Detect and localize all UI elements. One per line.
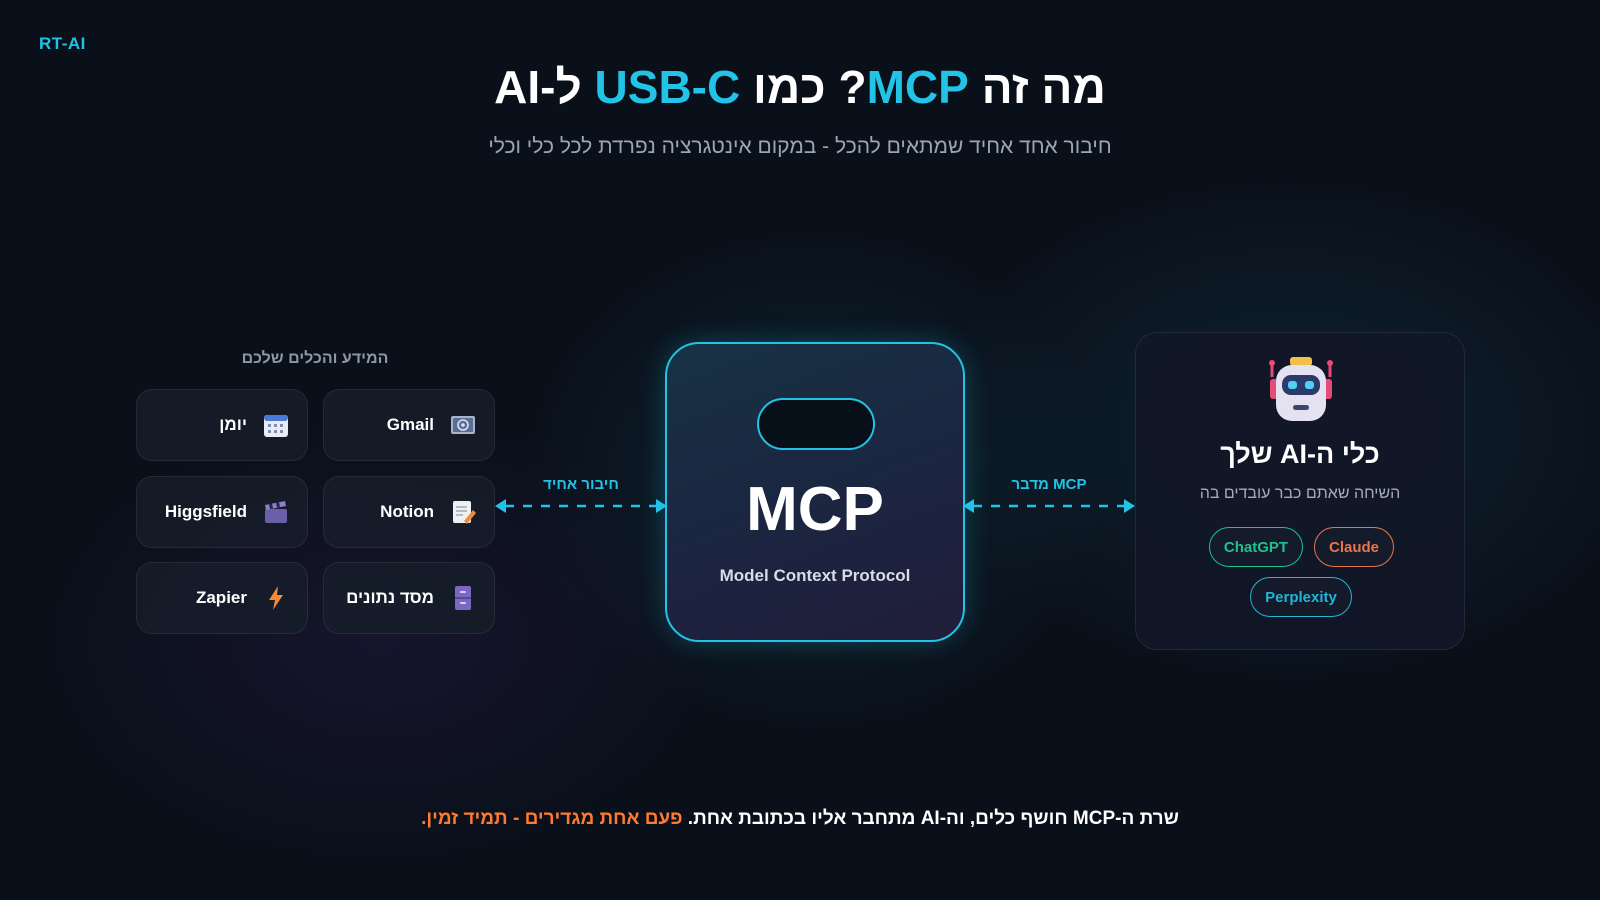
- tool-card-calendar: יומן: [136, 389, 308, 461]
- page-title: מה זה MCP? כמו USB-C ל-AI: [0, 60, 1600, 114]
- file-cabinet-icon: [450, 585, 476, 611]
- email-icon: [450, 412, 476, 438]
- ai-tools-card: כלי ה-AI שלך השיחה שאתם כבר עובדים בה Ch…: [1135, 332, 1465, 650]
- client-pill-chatgpt: ChatGPT: [1209, 527, 1303, 567]
- mcp-subtitle: Model Context Protocol: [719, 566, 911, 585]
- ai-card-subtitle: השיחה שאתם כבר עובדים בה: [1199, 485, 1401, 502]
- footer-text: שרת ה-MCP חושף כלים, וה-AI מתחבר אליו בכ…: [682, 808, 1179, 829]
- clapperboard-icon: [263, 499, 289, 525]
- mcp-hub: MCP Model Context Protocol: [665, 342, 965, 642]
- tool-label: Notion: [380, 502, 434, 521]
- ai-card-title: כלי ה-AI שלך: [1220, 439, 1380, 469]
- calendar-icon: [263, 412, 289, 438]
- mcp-label: MCP: [746, 475, 884, 544]
- notepad-icon: [450, 499, 476, 525]
- tool-card-zapier: Zapier: [136, 562, 308, 634]
- tool-card-notion: Notion: [323, 476, 495, 548]
- connector-arrow-right: [963, 499, 1135, 513]
- lightning-icon: [263, 585, 289, 611]
- usb-c-port-icon: [757, 398, 875, 450]
- title-highlight-usbc: USB-C: [594, 61, 741, 113]
- connector-label-right: MCP מדבר: [1011, 476, 1087, 493]
- tools-heading: המידע והכלים שלכם: [241, 350, 389, 367]
- footer-accent: פעם אחת מגדירים - תמיד זמין.: [421, 808, 683, 829]
- client-pill-perplexity: Perplexity: [1250, 577, 1352, 617]
- tool-card-higgsfield: Higgsfield: [136, 476, 308, 548]
- title-part-3: ? כמו: [740, 61, 867, 113]
- tool-label: מסד נתונים: [346, 588, 434, 607]
- tool-label: Gmail: [386, 415, 434, 434]
- tool-card-database: מסד נתונים: [323, 562, 495, 634]
- tool-label: יומן: [219, 415, 247, 434]
- page-subtitle: חיבור אחד אחיד שמתאים להכל - במקום אינטג…: [488, 135, 1112, 158]
- tool-label: Zapier: [195, 588, 247, 607]
- connector-label-left: חיבור אחיד: [543, 476, 619, 493]
- tool-label: Higgsfield: [164, 502, 247, 521]
- brand-logo: RT-AI: [39, 34, 86, 53]
- robot-icon: [1269, 357, 1333, 421]
- title-part-5: ל-AI: [494, 61, 595, 113]
- client-pill-claude: Claude: [1314, 527, 1394, 567]
- title-highlight-mcp: MCP: [866, 61, 969, 113]
- footer-note: שרת ה-MCP חושף כלים, וה-AI מתחבר אליו בכ…: [0, 808, 1600, 830]
- connector-arrow-left: [495, 499, 667, 513]
- tool-card-gmail: Gmail: [323, 389, 495, 461]
- title-part-1: מה זה: [968, 61, 1106, 113]
